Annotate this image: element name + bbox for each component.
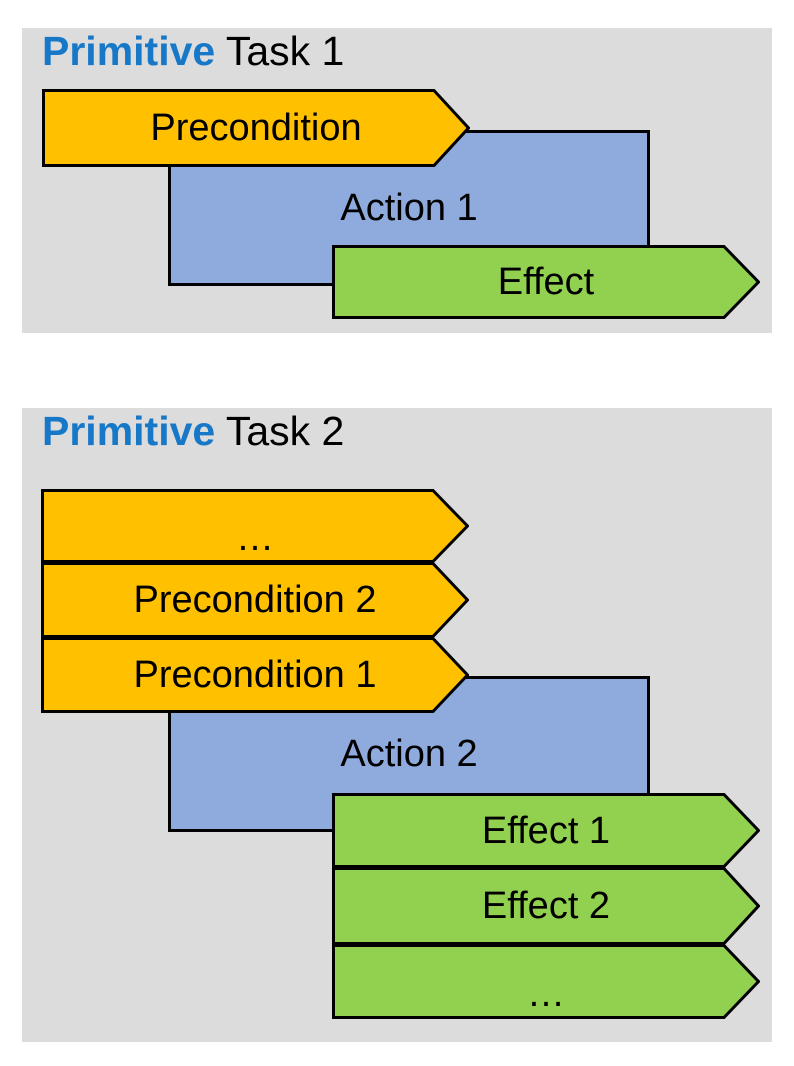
effect-arrow-2-3[interactable]: … [332, 944, 760, 1019]
primitive-task-2-panel: Primitive Task 2 Action 2 … Precondition… [22, 408, 772, 1042]
effect-arrow-shape [332, 867, 760, 945]
effect-arrow-shape [332, 245, 760, 319]
effect-arrow-2-2[interactable]: Effect 2 [332, 867, 760, 945]
precondition-arrow-2-3[interactable]: … [41, 489, 469, 563]
panel-2-title-rest: Task 2 [215, 408, 345, 454]
panel-2-title: Primitive Task 2 [42, 408, 345, 454]
precondition-arrow-shape [42, 89, 470, 167]
panel-1-title-keyword: Primitive [42, 28, 216, 74]
precondition-arrow-shape [41, 562, 469, 638]
precondition-arrow-1-1[interactable]: Precondition [42, 89, 470, 167]
effect-arrow-1-1[interactable]: Effect [332, 245, 760, 319]
effect-arrow-shape [332, 944, 760, 1019]
panel-1-title: Primitive Task 1 [42, 28, 345, 74]
panel-1-title-rest: Task 1 [215, 28, 345, 74]
primitive-task-1-panel: Primitive Task 1 Action 1 Precondition E… [22, 28, 772, 333]
panel-2-title-keyword: Primitive [42, 408, 216, 454]
effect-arrow-shape [332, 793, 760, 868]
effect-arrow-2-1[interactable]: Effect 1 [332, 793, 760, 868]
precondition-arrow-2-1[interactable]: Precondition 1 [41, 637, 469, 713]
precondition-arrow-shape [41, 489, 469, 563]
precondition-arrow-shape [41, 637, 469, 713]
precondition-arrow-2-2[interactable]: Precondition 2 [41, 562, 469, 638]
